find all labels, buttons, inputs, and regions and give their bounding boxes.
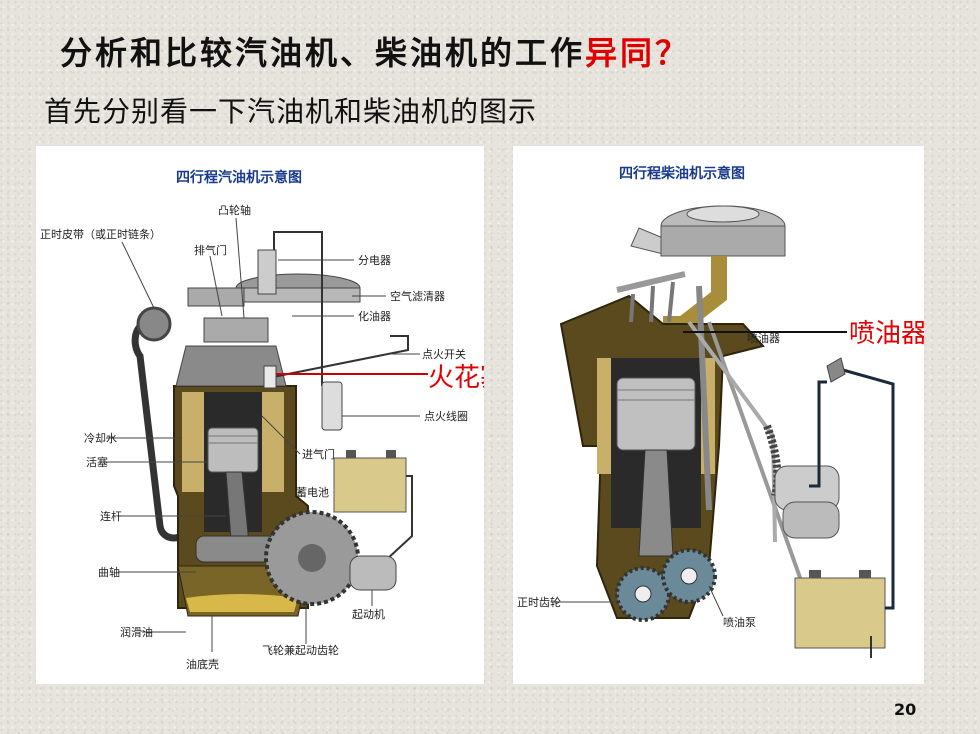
leader-injection-pump: [708, 585, 724, 617]
lube-oil-shape: [186, 594, 298, 612]
label-carburetor: 化油器: [358, 309, 391, 323]
battery-terminal: [386, 450, 396, 458]
air-filter-cap: [686, 205, 760, 223]
leader-lines: [106, 217, 420, 652]
label-injector-small: 喷油器: [747, 331, 780, 345]
label-piston: 活塞: [86, 455, 108, 469]
label-oil-pan: 油底壳: [186, 657, 219, 671]
gasoline-engine-diagram: 四行程汽油机示意图: [36, 146, 484, 684]
piston-shape: [207, 427, 259, 473]
label-lube-oil: 润滑油: [120, 625, 153, 639]
slide-title-highlight: 异同？: [585, 34, 691, 72]
switch-shape: [826, 357, 846, 383]
valve-cover: [203, 317, 269, 343]
crankshaft-shape: [195, 535, 277, 563]
flywheel-hub: [298, 544, 326, 572]
piston-shape: [616, 377, 696, 451]
injection-pump-body: [782, 501, 840, 539]
connecting-rod-shape: [638, 449, 674, 557]
battery-shape: [333, 457, 407, 513]
wire: [809, 380, 827, 488]
coolant-jacket-left: [182, 392, 204, 492]
label-air-filter: 空气滤清器: [390, 289, 445, 303]
coolant-jacket-right: [262, 392, 284, 492]
battery-terminal: [809, 570, 821, 578]
gasoline-diagram-title: 四行程汽油机示意图: [176, 169, 302, 186]
slide-subtitle: 首先分别看一下汽油机和柴油机的图示: [44, 95, 538, 128]
wire: [842, 368, 895, 610]
slide-title-main: 分析和比较汽油机、柴油机的工作: [60, 34, 586, 72]
label-starter: 起动机: [352, 607, 385, 621]
cylinder-head: [175, 345, 287, 387]
label-coolant: 冷却水: [84, 432, 117, 445]
battery-terminal: [346, 450, 356, 458]
label-camshaft: 凸轮轴: [218, 203, 251, 217]
spark-plug-shape: [263, 365, 277, 389]
label-timing-belt: 正时皮带（或正时链条）: [40, 227, 161, 241]
pushrod: [696, 285, 712, 511]
label-injection-pump: 喷油泵: [723, 615, 756, 629]
diesel-diagram-title: 四行程柴油机示意图: [619, 165, 745, 182]
label-ignition-coil: 点火线圈: [424, 409, 468, 423]
fuel-line: [707, 321, 805, 587]
label-connecting-rod: 连杆: [100, 509, 122, 523]
ignition-coil-shape: [321, 381, 343, 431]
ignition-wire: [267, 335, 409, 379]
cam-pulley: [136, 306, 172, 342]
slide-title: 分析和比较汽油机、柴油机的工作异同？: [60, 28, 690, 74]
intake-pipe: [187, 287, 245, 307]
distributor-shape: [257, 249, 277, 295]
label-intake-valve: 进气门: [302, 447, 335, 461]
gasoline-engine-svg: 四行程汽油机示意图: [40, 169, 484, 671]
label-flywheel: 飞轮兼起动齿轮: [262, 643, 339, 657]
label-distributor: 分电器: [358, 254, 391, 267]
battery-terminal: [859, 570, 871, 578]
label-battery: 蓄电池: [296, 486, 329, 499]
label-ignition-switch: 点火开关: [422, 347, 466, 361]
starter-wire: [385, 475, 413, 561]
air-inlet: [630, 227, 664, 255]
page-number: 20: [894, 700, 917, 719]
diesel-engine-diagram: 四行程柴油机示意图: [513, 146, 924, 684]
label-crankshaft: 曲轴: [98, 565, 120, 579]
timing-gears: [615, 548, 717, 622]
air-filter-body: [660, 225, 786, 257]
injector-callout: 喷油器: [849, 319, 924, 349]
starter-shape: [349, 555, 397, 591]
rocker-arm: [616, 271, 686, 293]
valve-stems: [629, 281, 675, 323]
diesel-engine-svg: 四行程柴油机示意图: [517, 165, 924, 658]
label-exhaust-valve: 排气门: [194, 243, 227, 257]
air-filter-body: [235, 287, 361, 303]
spark-plug-callout: 火花塞: [428, 363, 484, 393]
coolant-jacket-left: [597, 358, 611, 474]
distributor-wire: [273, 231, 323, 386]
label-timing-gear: 正时齿轮: [517, 595, 561, 609]
